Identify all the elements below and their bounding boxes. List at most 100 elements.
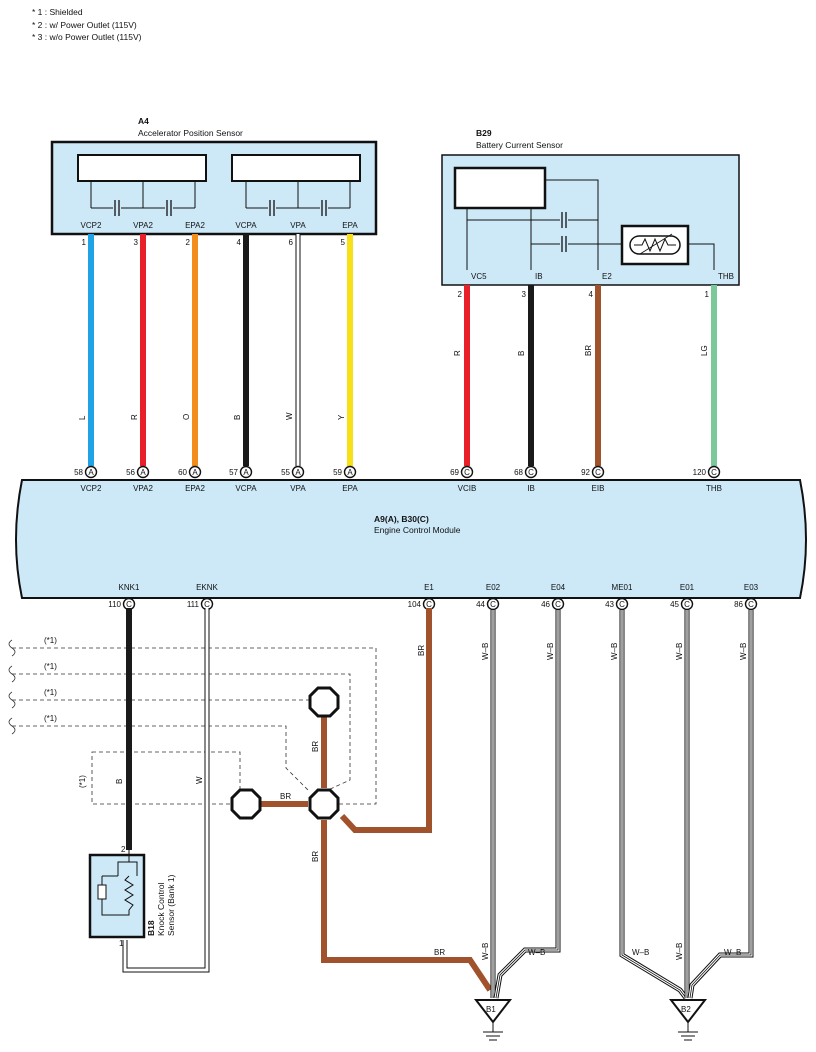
ecm-conn-EPA-letter: A: [347, 468, 353, 477]
wb-label-7: W–B: [675, 943, 684, 960]
wb-label-3: W–B: [610, 643, 619, 660]
ecm-conn-E03: C: [744, 597, 758, 611]
a4-pin-5: 5: [341, 238, 346, 247]
splice-left: [230, 788, 262, 820]
ecm-conn-VCIB-letter: C: [464, 468, 470, 477]
knock-sensor: 2 1 B18 Knock Control Sensor (Bank 1): [88, 845, 176, 948]
ecm-pin-55: 55: [281, 468, 290, 477]
ecm-pin-46: 46: [541, 600, 550, 609]
ecm-conn-E01-letter: C: [684, 600, 690, 609]
wb-label-2: W–B: [546, 643, 555, 660]
ecm-conn-IB: C: [524, 465, 538, 479]
splice-center: [308, 788, 340, 820]
ecm-term-VCP2: VCP2: [81, 484, 102, 493]
wb-label-h3: W–B: [724, 948, 741, 957]
a4-pin-6: 6: [289, 238, 294, 247]
wire-color-IB: B: [517, 351, 526, 356]
ecm-conn-IB-letter: C: [528, 468, 534, 477]
a4-term-VCP2: VCP2: [81, 221, 102, 230]
ecm-conn-EIB: C: [591, 465, 605, 479]
wb-label-1: W–B: [481, 643, 490, 660]
ecm-term-EKNK: EKNK: [196, 583, 218, 592]
wire-color-E2: BR: [584, 345, 593, 356]
bottom-wiring: (*1) (*1) (*1) (*1) (*1) B W 2 1 B18 Kno…: [8, 608, 754, 1041]
b29-code: B29: [476, 128, 492, 138]
ecm-term-E04: E04: [551, 583, 566, 592]
wire-color-VPA2: R: [130, 414, 139, 420]
shield-wavy: [8, 639, 16, 735]
wire-color-THB: LG: [700, 345, 709, 356]
ecm-term-IB: IB: [527, 484, 535, 493]
ecm-conn-E1-letter: C: [426, 600, 432, 609]
ground-b2-label: B2: [681, 1005, 691, 1014]
ecm-conn-VCPA-letter: A: [243, 468, 249, 477]
b29-pin-3: 3: [522, 290, 527, 299]
ecm-pin-92: 92: [581, 468, 590, 477]
wb-label-5: W–B: [739, 643, 748, 660]
a4-pin-1: 1: [82, 238, 87, 247]
note-1: * 1 : Shielded: [32, 7, 83, 17]
a4-pin-3: 3: [134, 238, 139, 247]
ecm-code: A9(A), B30(C): [374, 514, 429, 524]
a4-pin-4: 4: [237, 238, 242, 247]
ecm-conn-KNK1-letter: C: [126, 600, 132, 609]
a4-pin-2: 2: [186, 238, 191, 247]
knock-name-2: Sensor (Bank 1): [166, 874, 176, 936]
a4-sensor: A4 Accelerator Position Sensor VCP21VPA2…: [50, 116, 378, 247]
ecm-conn-E1: C: [422, 597, 436, 611]
b29-sensor: B29 Battery Current Sensor VC52IB3E24THB…: [441, 128, 740, 299]
note-2: * 2 : w/ Power Outlet (115V): [32, 19, 137, 30]
b29-term-E2: E2: [602, 272, 612, 281]
wb-wire-2: [495, 610, 559, 999]
shield-label-5: (*1): [78, 775, 87, 788]
shield-label-1: (*1): [44, 636, 57, 645]
b29-pin-1: 1: [705, 290, 710, 299]
a4-capacitors: [113, 198, 328, 218]
ecm-conn-VCIB: C: [460, 465, 474, 479]
eknk-wire: [123, 608, 209, 972]
br-label-upper: BR: [311, 741, 320, 752]
b29-pin-2: 2: [458, 290, 463, 299]
shield-label-4: (*1): [44, 714, 57, 723]
b29-element: [453, 166, 547, 210]
ecm-term-THB: THB: [706, 484, 722, 493]
wire-color-VC5: R: [453, 350, 462, 356]
ecm-conn-E04-letter: C: [555, 600, 561, 609]
ecm-pin-111: 111: [187, 600, 200, 609]
ecm-conn-E02-letter: C: [490, 600, 496, 609]
br-label-lower: BR: [311, 851, 320, 862]
ecm-conn-VPA-letter: A: [295, 468, 301, 477]
ecm-conn-EPA2: A: [188, 465, 202, 479]
ecm-pin-60: 60: [178, 468, 187, 477]
shield-label-3: (*1): [44, 688, 57, 697]
ecm-conn-EIB-letter: C: [595, 468, 601, 477]
ecm-conn-E04: C: [551, 597, 565, 611]
a4-name: Accelerator Position Sensor: [138, 128, 243, 138]
wb-label-6: W–B: [481, 943, 490, 960]
a4-code: A4: [138, 116, 149, 126]
wire-color-EPA: Y: [337, 414, 346, 420]
ecm-box: [15, 479, 807, 599]
a4-element-2: [231, 154, 361, 182]
ecm-term-E03: E03: [744, 583, 759, 592]
knock-code: B18: [146, 920, 156, 936]
ecm-term-VCIB: VCIB: [458, 484, 477, 493]
ecm-conn-E02: C: [486, 597, 500, 611]
b29-pin-4: 4: [589, 290, 594, 299]
knock-pin-bottom: 1: [119, 939, 124, 948]
ecm-pin-45: 45: [670, 600, 679, 609]
wire-color-EPA2: O: [182, 414, 191, 420]
ecm-conn-EKNK: C: [200, 597, 214, 611]
ecm-conn-EPA2-letter: A: [192, 468, 198, 477]
splices: [230, 686, 340, 820]
br-label-e1: BR: [417, 645, 426, 656]
wb-label-4: W–B: [675, 643, 684, 660]
ecm-term-VPA: VPA: [290, 484, 306, 493]
ecm-conn-VPA2-letter: A: [140, 468, 146, 477]
wire-color-VCP2: L: [78, 415, 87, 420]
ecm-term-VPA2: VPA2: [133, 484, 153, 493]
thermistor: [620, 224, 690, 266]
eknk-wire-color: W: [195, 776, 204, 784]
ecm-conn-KNK1: C: [122, 597, 136, 611]
